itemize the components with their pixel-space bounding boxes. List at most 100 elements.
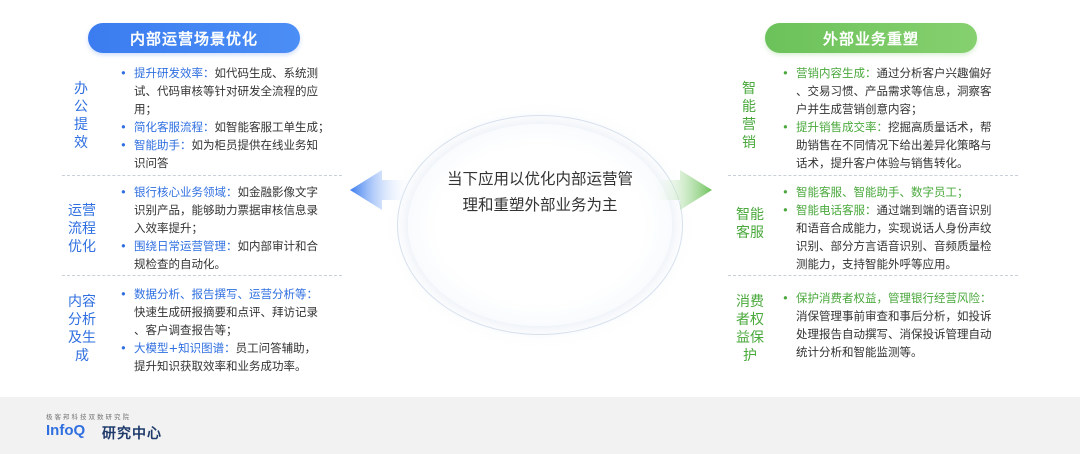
bullet-list: •营销内容生成：通过分析客户兴趣偏好、交易习惯、产品需求等信息，洞察客户并生成营… (782, 64, 1010, 172)
item-text: 快速生成研报摘要和点评、拜访记录 (134, 305, 318, 319)
item-text: 提升知识获取效率和业务成功率。 (134, 359, 307, 373)
item-text: 识别、部分方言语音识别、音频质量检 (796, 239, 992, 253)
category-char: 销 (742, 135, 756, 151)
category-char: 内容 (68, 294, 96, 310)
bullet-icon: • (120, 138, 127, 152)
category-smart-service: 智能 客服 (728, 206, 772, 242)
bullet-list: • 提升研发效率：如代码生成、系统测试、代码审核等针对研发全流程的应用； •简化客… (120, 64, 334, 172)
internal-ops-header: 内部运营场景优化 (88, 23, 300, 53)
item-keyword: 智能助手： (134, 138, 192, 152)
bullet-list: •银行核心业务领域：如金融影像文字识别产品，能够助力票据审核信息录入效率提升； … (120, 183, 334, 273)
item-text: 试、代码审核等针对研发全流程的应 (134, 84, 318, 98)
bullet-icon: • (120, 239, 127, 253)
category-office-efficiency: 办 公 提 效 (68, 80, 94, 152)
category-char: 优化 (68, 239, 96, 255)
list-item: •银行核心业务领域：如金融影像文字识别产品，能够助力票据审核信息录入效率提升； (120, 183, 334, 237)
list-item: • 智能客服、智能助手、数字员工； (782, 183, 1010, 201)
category-char: 及生 (68, 330, 96, 346)
category-smart-marketing: 智 能 营 销 (736, 80, 762, 152)
bullet-icon: • (120, 185, 127, 199)
right-arrow-icon (650, 170, 712, 210)
item-text: 户并生成营销创意内容； (796, 102, 923, 116)
item-text: 挖掘高质量话术，帮 (888, 120, 992, 134)
item-text: 、客户调查报告等； (134, 323, 238, 337)
bullet-icon: • (782, 66, 789, 80)
section-divider (62, 175, 342, 176)
item-text: 助销售在不同情况下给出差异化策略与 (796, 138, 992, 152)
category-char: 益保 (736, 330, 764, 346)
item-text: 如智能客服工单生成； (214, 120, 330, 134)
list-item: • 提升销售成交率：挖掘高质量话术，帮助销售在不同情况下给出差异化策略与话术，提升… (782, 118, 1010, 172)
item-text: 消保管理事前审查和事后分析，如投诉 (796, 309, 992, 323)
category-char: 智 (742, 81, 756, 97)
category-char: 成 (75, 348, 89, 364)
list-item: •大模型+知识图谱：员工问答辅助，提升知识获取效率和业务成功率。 (120, 339, 340, 375)
item-text: 话术，提升客户体验与销售转化。 (796, 156, 969, 170)
category-consumer-protection: 消费 者权 益保 护 (728, 293, 772, 365)
item-text: 处理报告自动撰写、消保投诉管理自动 (796, 327, 992, 341)
item-text: 通过端到端的语音识别 (876, 203, 992, 217)
category-content-analysis: 内容 分析 及生 成 (60, 293, 104, 365)
item-text: 测能力，支持智能外呼等应用。 (796, 257, 957, 271)
list-item: • 数据分析、报告撰写、运营分析等： 快速生成研报摘要和点评、拜访记录、客户调查报告… (120, 285, 340, 339)
section-divider (728, 175, 1018, 176)
left-arrow-icon (350, 170, 412, 210)
category-char: 公 (74, 99, 88, 115)
list-item: •简化客服流程：如智能客服工单生成； (120, 118, 334, 136)
bullet-list: • 智能客服、智能助手、数字员工； •智能电话客服：通过端到端的语音识别和语音合成… (782, 183, 1010, 273)
item-text: 入效率提升； (134, 221, 203, 235)
bullet-icon: • (120, 341, 127, 355)
item-keyword: 银行核心业务领域： (134, 185, 238, 199)
item-keyword: 智能客服、智能助手、数字员工； (796, 185, 969, 199)
item-keyword: 围绕日常运营管理： (134, 239, 238, 253)
footer-bar (0, 397, 1080, 454)
category-char: 办 (74, 81, 88, 97)
item-text: 用； (134, 102, 157, 116)
item-keyword: 提升研发效率： (134, 66, 215, 80)
category-char: 运营 (68, 203, 96, 219)
category-ops-optimization: 运营 流程 优化 (60, 202, 104, 256)
item-keyword: 数据分析、报告撰写、运营分析等： (134, 287, 318, 301)
item-text: 如为柜员提供在线业务知 (191, 138, 319, 152)
section-divider (62, 275, 342, 276)
item-text: 规检查的自动化。 (134, 257, 226, 271)
list-item: •营销内容生成：通过分析客户兴趣偏好、交易习惯、产品需求等信息，洞察客户并生成营… (782, 64, 1010, 118)
item-keyword: 保护消费者权益，管理银行经营风险： (796, 291, 992, 305)
bullet-list: • 保护消费者权益，管理银行经营风险： 消保管理事前审查和事后分析，如投诉处理报告自… (782, 289, 1010, 361)
list-item: • 智能助手：如为柜员提供在线业务知识问答 (120, 136, 334, 172)
category-char: 智能 (736, 207, 764, 223)
infoq-logo: InfoQ (46, 422, 86, 439)
bullet-icon: • (782, 291, 789, 305)
bullet-icon: • (782, 120, 789, 134)
item-text: 如代码生成、系统测 (214, 66, 319, 80)
bullet-icon: • (120, 287, 127, 301)
category-char: 护 (743, 348, 757, 364)
center-circle-outline (397, 115, 683, 335)
bullet-icon: • (120, 120, 127, 134)
item-text: 如金融影像文字 (237, 185, 319, 199)
center-circle (408, 124, 672, 326)
item-keyword: 大模型+知识图谱： (134, 341, 236, 355)
bullet-list: • 数据分析、报告撰写、运营分析等： 快速生成研报摘要和点评、拜访记录、客户调查报告… (120, 285, 340, 375)
category-char: 能 (742, 99, 756, 115)
item-text: 统计分析和智能监测等。 (796, 345, 923, 359)
item-keyword: 营销内容生成： (796, 66, 877, 80)
list-item: •智能电话客服：通过端到端的语音识别和语音合成能力，实现说话人身份声纹识别、部分… (782, 201, 1010, 273)
category-char: 者权 (736, 312, 764, 328)
category-char: 分析 (68, 312, 96, 328)
external-business-header: 外部业务重塑 (765, 23, 977, 53)
category-char: 客服 (736, 225, 764, 241)
category-char: 提 (74, 117, 88, 133)
center-summary-text: 当下应用以优化内部运营管理和重塑外部业务为主 (446, 170, 633, 214)
item-text: 如内部审计和合 (237, 239, 319, 253)
list-item: •提升研发效率：如代码生成、系统测试、代码审核等针对研发全流程的应用； (120, 64, 334, 118)
list-item: • 保护消费者权益，管理银行经营风险： 消保管理事前审查和事后分析，如投诉处理报告自… (782, 289, 1010, 361)
item-text: 识问答 (134, 156, 169, 170)
item-keyword: 提升销售成交率： (796, 120, 888, 134)
research-center-logo: 研究中心 (102, 426, 162, 442)
item-text: 通过分析客户兴趣偏好 (876, 66, 992, 80)
category-char: 营 (742, 117, 756, 133)
item-keyword: 智能电话客服： (796, 203, 877, 217)
bullet-icon: • (782, 185, 789, 199)
